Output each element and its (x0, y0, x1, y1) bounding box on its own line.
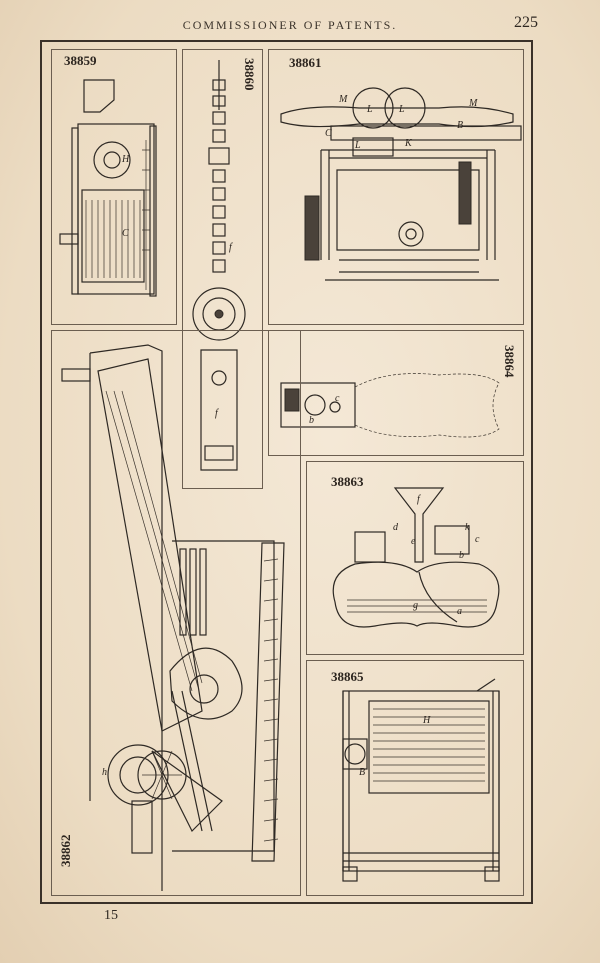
drawing-38860: f f (192, 60, 246, 471)
patent-number: 38861 (289, 55, 322, 70)
figure-panel-38863: 38863 f d e k c b g a (306, 461, 524, 655)
label-c: c (475, 534, 480, 545)
label-L: L (354, 140, 361, 151)
label-f: f (417, 494, 421, 505)
patent-number: 38865 (331, 669, 364, 684)
figure-panel-38862: 38862 h (51, 330, 301, 896)
drawing-38862: h (61, 344, 285, 891)
label-B: B (457, 120, 463, 131)
drawing-38861: M L L M C B K L (280, 87, 522, 281)
figure-panel-38860: 38860 f f (182, 49, 263, 489)
label-C: C (122, 228, 129, 239)
running-title: COMMISSIONER OF PATENTS. (182, 18, 398, 32)
page-number: 225 (514, 14, 538, 31)
figure-panel-38859: 38859 H C (51, 49, 177, 325)
label-f: f (229, 242, 233, 253)
label-e: e (411, 536, 416, 547)
label-c: c (335, 393, 340, 404)
drawing-38863: f d e k c b g a (332, 487, 500, 628)
patent-number: 38863 (331, 474, 364, 489)
label-g: g (413, 600, 418, 611)
label-M: M (338, 94, 348, 105)
label-H: H (422, 715, 431, 726)
label-b: b (309, 415, 314, 426)
label-a: a (457, 606, 462, 617)
label-d: d (393, 522, 399, 533)
patent-number: 38859 (64, 53, 97, 68)
label-K: K (404, 138, 413, 149)
label-H: H (121, 154, 130, 165)
drawing-38864: b c (280, 373, 500, 438)
label-L: L (366, 104, 373, 115)
label-B: B (359, 767, 365, 778)
signature-mark: 15 (104, 908, 118, 923)
label-C: C (325, 128, 332, 139)
figure-panel-38865: 38865 H B (306, 660, 524, 896)
label-b: b (459, 550, 464, 561)
label-f: f (215, 408, 219, 419)
label-k: k (465, 522, 470, 533)
figure-panel-38864: 38864 b c (268, 330, 524, 456)
label-L: L (398, 104, 405, 115)
drawing-38859: H C (59, 79, 157, 297)
drawing-38865: H B (342, 678, 500, 882)
label-M: M (468, 98, 478, 109)
figure-panel-38861: 38861 M L L M C B K L (268, 49, 524, 325)
plate-border (40, 40, 533, 904)
label-h: h (102, 767, 107, 778)
